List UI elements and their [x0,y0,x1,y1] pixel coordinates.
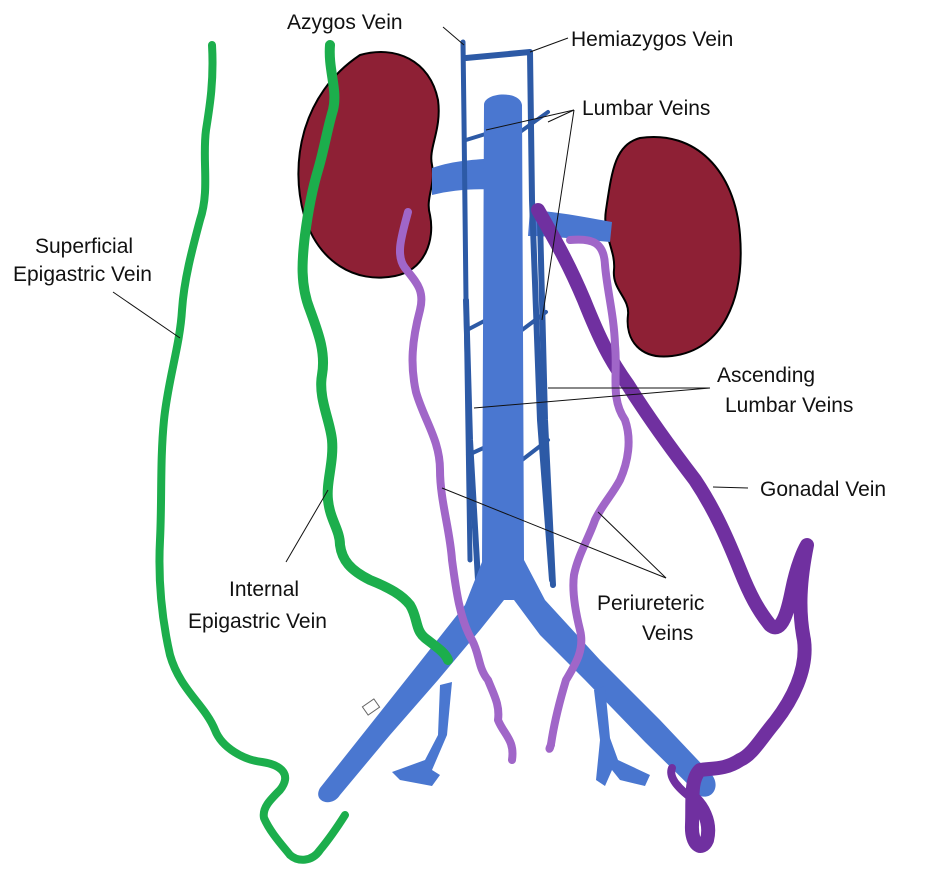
leader-internal [286,490,328,562]
label-periureteric-line1: Periureteric [597,592,704,615]
label-internal-line1: Internal [229,578,299,601]
label-internal-line2: Epigastric Vein [188,610,327,633]
small-marker-box [362,699,379,715]
leader-hemiazygos [530,38,568,52]
leader-superficial [113,292,180,338]
right-kidney [605,137,740,357]
label-lumbar-veins: Lumbar Veins [582,97,710,120]
label-ascending-line2: Lumbar Veins [725,394,853,417]
leader-lumbar-2 [548,110,574,122]
label-superficial-line2: Epigastric Vein [13,263,152,286]
leader-gonadal [713,487,748,488]
leader-periureteric-2 [598,512,666,578]
label-hemiazygos-vein: Hemiazygos Vein [571,28,733,51]
label-periureteric-line2: Veins [642,622,693,645]
leader-azygos [443,27,464,45]
label-gonadal-vein: Gonadal Vein [760,478,886,501]
label-superficial-line1: Superficial [35,235,133,258]
label-ascending-line1: Ascending [717,364,815,387]
label-azygos-vein: Azygos Vein [287,11,403,34]
